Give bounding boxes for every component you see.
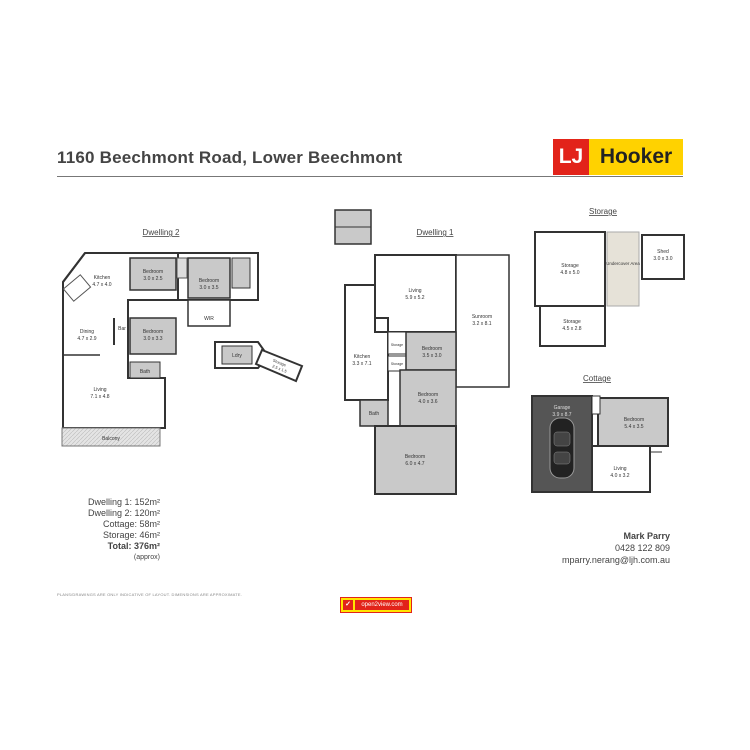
d2-dining-label: Dining — [80, 329, 94, 335]
d1-bath-label: Bath — [369, 411, 380, 417]
d2-bedroom-c-label: Bedroom — [143, 329, 163, 335]
d1-bedroom-b-dims: 4.0 x 3.6 — [418, 399, 437, 405]
d1-bedroom-a-dims: 3.5 x 3.0 — [422, 353, 441, 359]
d2-storage-label: Storage — [272, 358, 288, 368]
plan-disclaimer: PLANS/DRAWINGS ARE ONLY INDICATIVE OF LA… — [57, 592, 243, 597]
agent-email: mparry.nerang@ljh.com.au — [561, 555, 670, 565]
area-dwelling-2: Dwelling 2: 120m² — [87, 508, 160, 518]
logo-lj: LJ — [553, 139, 589, 175]
d2-living-dims: 7.1 x 4.8 — [90, 394, 109, 400]
storage-a-dims: 4.8 x 5.0 — [560, 270, 579, 276]
area-storage: Storage: 46m² — [102, 530, 160, 540]
dwelling-2-title: Dwelling 2 — [143, 228, 180, 237]
d2-kitchen-label: Kitchen — [94, 275, 111, 281]
d2-kitchen-dims: 4.7 x 4.0 — [92, 282, 111, 288]
agent-name: Mark Parry — [623, 531, 670, 541]
cottage-living-label: Living — [613, 466, 626, 472]
d1-storage-b-label: Storage — [391, 362, 403, 366]
area-dwelling-1: Dwelling 1: 152m² — [87, 497, 160, 507]
d2-bar-label: Bar — [118, 326, 126, 332]
open2view-icon: ✓ — [343, 600, 353, 610]
open2view-badge: ✓ open2view.com — [340, 597, 412, 613]
d1-living-label: Living — [408, 288, 421, 294]
dwelling-2-plan: Dwelling 2 Kitchen 4.7 x 4.0 Bedroom 3.0… — [61, 228, 304, 447]
d2-bedroom-a-dims: 3.0 x 2.5 — [143, 276, 162, 282]
d2-bedroom-c-dims: 3.0 x 3.3 — [143, 336, 162, 342]
storage-plan: Storage Storage 4.8 x 5.0 Undercover Are… — [534, 207, 685, 347]
dwelling-1-plan: Dwelling 1 Living 5.9 x 5.2 Sunroom 3.2 … — [334, 209, 510, 495]
d1-storage-a-label: Storage — [391, 343, 403, 347]
d1-living-dims: 5.9 x 5.2 — [405, 295, 424, 301]
storage-b-label: Storage — [563, 319, 581, 325]
d2-dining-dims: 4.7 x 2.9 — [77, 336, 96, 342]
d2-bedroom-a-label: Bedroom — [143, 269, 163, 275]
area-summary: Dwelling 1: 152m² Dwelling 2: 120m² Cott… — [70, 497, 160, 563]
garage-dims: 3.9 x 8.7 — [552, 412, 571, 418]
d1-bedroom-a-label: Bedroom — [422, 346, 442, 352]
logo-hooker: Hooker — [589, 139, 683, 175]
d1-sunroom-label: Sunroom — [472, 314, 492, 320]
agent-phone: 0428 122 809 — [614, 543, 670, 553]
d1-bedroom-c-label: Bedroom — [405, 454, 425, 460]
storage-b-dims: 4.5 x 2.8 — [562, 326, 581, 332]
cottage-title: Cottage — [583, 374, 612, 383]
lj-hooker-logo: LJ Hooker — [553, 139, 683, 175]
garage-label: Garage — [554, 405, 571, 411]
storage-a-label: Storage — [561, 263, 579, 269]
shed-dims: 3.0 x 3.0 — [653, 256, 672, 262]
d2-ldry-label: Ldry — [232, 353, 242, 359]
car-icon — [549, 417, 575, 479]
property-address: 1160 Beechmont Road, Lower Beechmont — [57, 148, 403, 167]
cottage-bedroom-label: Bedroom — [624, 417, 644, 423]
d2-storage-dims: 2.5 x 1.5 — [272, 363, 289, 374]
d2-bath-label: Bath — [140, 369, 151, 375]
area-cottage: Cottage: 58m² — [102, 519, 160, 529]
dwelling-1-title: Dwelling 1 — [417, 228, 454, 237]
d2-balcony-label: Balcony — [102, 436, 120, 442]
area-total: Total: 376m² — [107, 541, 160, 551]
d1-bedroom-b-label: Bedroom — [418, 392, 438, 398]
d2-wir-label: WIR — [204, 316, 214, 322]
cottage-bedroom-dims: 5.4 x 3.5 — [624, 424, 643, 430]
d2-bedroom-b-dims: 3.0 x 3.5 — [199, 285, 218, 291]
d2-living-label: Living — [93, 387, 106, 393]
area-approx-note: (approx) — [133, 554, 160, 561]
storage-title: Storage — [589, 207, 618, 216]
d1-bedroom-c-dims: 6.0 x 4.7 — [405, 461, 424, 467]
d1-kitchen-dims: 3.3 x 7.1 — [352, 361, 371, 367]
open2view-label: open2view.com — [355, 600, 409, 610]
d1-kitchen-label: Kitchen — [354, 354, 371, 360]
shed-label: Shed — [657, 249, 669, 255]
undercover-label: Undercover Area — [606, 261, 640, 266]
cottage-living-dims: 4.0 x 3.2 — [610, 473, 629, 479]
agent-contact: Mark Parry 0428 122 809 mparry.nerang@lj… — [540, 530, 670, 566]
cottage-plan: Cottage Garage 3.9 x 8.7 Bedroom 5.4 x 3… — [531, 374, 669, 493]
d1-sunroom-dims: 3.2 x 8.1 — [472, 321, 491, 327]
d2-bedroom-b-label: Bedroom — [199, 278, 219, 284]
header-divider — [57, 176, 683, 177]
